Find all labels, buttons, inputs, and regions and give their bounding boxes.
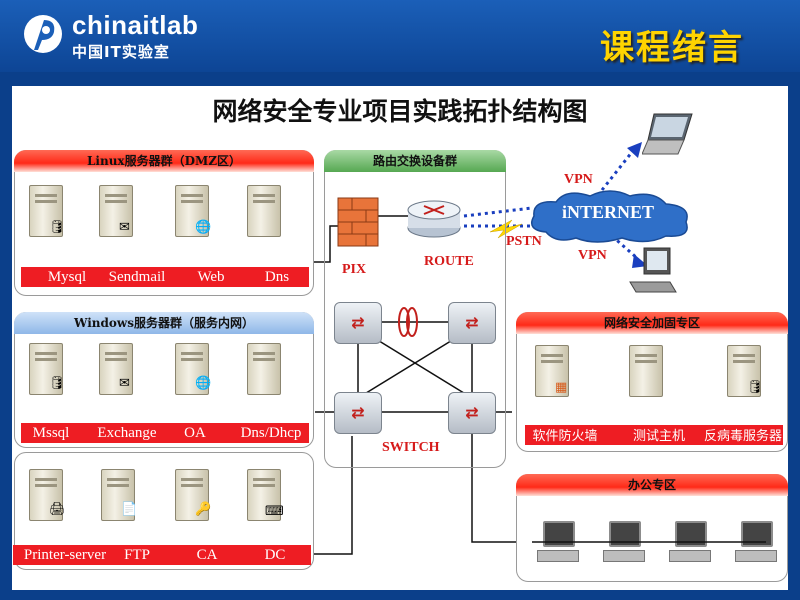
laptop-icon[interactable] xyxy=(642,112,694,156)
label-ca: CA xyxy=(196,547,218,563)
printer-icon: 🖨 xyxy=(49,502,66,517)
vpn-top-label: VPN xyxy=(564,172,593,187)
security-label-bar: 软件防火墙 测试主机 反病毒服务器 xyxy=(525,425,783,445)
file-icon: 📄 xyxy=(121,502,138,517)
label-dc: DC xyxy=(264,547,286,563)
brand-name: chinaitlab xyxy=(72,10,199,40)
dc-server-icon[interactable]: ⌨ xyxy=(247,469,284,521)
dns-dhcp-server-icon[interactable] xyxy=(247,343,283,395)
antivirus-server-icon[interactable]: 🛢 xyxy=(727,345,764,397)
linux-server-group: Linux服务器群（DMZ区） 🛢 ✉ 🌐 Mysql Sendmail Web… xyxy=(14,150,314,296)
exchange-server-icon[interactable]: ✉ xyxy=(99,343,135,395)
sendmail-server-icon[interactable]: ✉ xyxy=(99,185,135,237)
label-oa: OA xyxy=(184,425,206,441)
ca-server-icon[interactable]: 🔑 xyxy=(175,469,212,521)
linux-group-title: Linux服务器群（DMZ区） xyxy=(14,150,314,172)
globe-icon: 🌐 xyxy=(195,220,212,235)
windows-server-group: Windows服务器群（服务内网） 🛢 ✉ 🌐 Mssql Exchange O… xyxy=(14,312,314,448)
route-label: ROUTE xyxy=(424,254,474,269)
routing-group-title: 路由交换设备群 xyxy=(324,150,506,172)
office-pc-2-icon[interactable] xyxy=(603,521,645,562)
infrastructure-server-group: 🖨 📄 🔑 ⌨ Printer-server FTP CA DC xyxy=(13,452,314,570)
pix-label: PIX xyxy=(342,262,367,277)
office-zone-group: 办公专区 xyxy=(516,474,788,582)
oa-server-icon[interactable]: 🌐 xyxy=(175,343,212,395)
dns-server-icon[interactable] xyxy=(247,185,283,237)
key-icon: 🔑 xyxy=(195,502,212,517)
label-mysql: Mysql xyxy=(47,269,87,285)
database-icon: 🛢 xyxy=(747,380,764,395)
diagram-canvas: 网络安全专业项目实践拓扑结构图 Linux服 xyxy=(12,86,788,590)
firewall-icon: ▦ xyxy=(555,380,568,395)
label-exchange: Exchange xyxy=(97,425,157,441)
label-software-firewall: 软件防火墙 xyxy=(532,429,598,444)
office-pc-4-icon[interactable] xyxy=(735,521,777,562)
firewall-pix-icon[interactable] xyxy=(336,196,380,248)
mssql-server-icon[interactable]: 🛢 xyxy=(29,343,66,395)
infrastructure-label-bar: Printer-server FTP CA DC xyxy=(13,545,311,565)
printer-server-icon[interactable]: 🖨 xyxy=(29,469,66,521)
ftp-server-icon[interactable]: 📄 xyxy=(101,469,138,521)
keyboard-icon: ⌨ xyxy=(265,504,284,519)
label-antivirus-server: 反病毒服务器 xyxy=(703,429,783,444)
database-icon: 🛢 xyxy=(49,376,66,391)
brand-subtitle: 中国IT实验室 xyxy=(72,43,170,61)
test-host-server-icon[interactable] xyxy=(629,345,665,397)
label-web: Web xyxy=(197,269,225,285)
core-switch-right-icon[interactable]: ⇄ xyxy=(448,302,496,344)
vpn-bottom-label: VPN xyxy=(578,248,607,263)
windows-label-bar: Mssql Exchange OA Dns/Dhcp xyxy=(21,423,309,443)
label-dns: Dns xyxy=(264,269,290,285)
label-test-host: 测试主机 xyxy=(632,429,686,444)
security-hardening-group: 网络安全加固专区 ▦ 🛢 软件防火墙 测试主机 反病毒服务器 xyxy=(516,312,788,452)
internet-cloud-icon[interactable] xyxy=(526,186,696,246)
mail-icon: ✉ xyxy=(119,376,130,391)
mail-icon: ✉ xyxy=(119,220,130,235)
diagram-title: 网络安全专业项目实践拓扑结构图 xyxy=(212,97,588,126)
label-printer-server: Printer-server xyxy=(23,547,107,563)
mysql-server-icon[interactable]: 🛢 xyxy=(29,185,66,237)
routing-switching-group: 路由交换设备群 xyxy=(324,150,506,468)
core-switch-left-icon[interactable]: ⇄ xyxy=(334,302,382,344)
pstn-label: PSTN xyxy=(506,234,542,249)
software-firewall-server-icon[interactable]: ▦ xyxy=(535,345,571,397)
remote-pc-icon[interactable] xyxy=(626,246,678,296)
office-lan-line xyxy=(532,541,766,543)
brand-logo-icon xyxy=(24,15,62,53)
label-sendmail: Sendmail xyxy=(108,269,166,285)
office-group-title: 办公专区 xyxy=(516,474,788,496)
router-icon[interactable] xyxy=(406,198,462,238)
internet-label: iNTERNET xyxy=(562,202,655,222)
access-switch-left-icon[interactable]: ⇄ xyxy=(334,392,382,434)
windows-group-title: Windows服务器群（服务内网） xyxy=(14,312,314,334)
label-ftp: FTP xyxy=(124,547,150,563)
database-icon: 🛢 xyxy=(49,220,66,235)
switch-label: SWITCH xyxy=(382,440,440,455)
label-mssql: Mssql xyxy=(32,425,70,441)
header-bar: chinaitlab 中国IT实验室 课程绪言 xyxy=(0,0,800,72)
security-group-title: 网络安全加固专区 xyxy=(516,312,788,334)
access-switch-right-icon[interactable]: ⇄ xyxy=(448,392,496,434)
linux-label-bar: Mysql Sendmail Web Dns xyxy=(21,267,309,287)
globe-icon: 🌐 xyxy=(195,376,212,391)
web-server-icon[interactable]: 🌐 xyxy=(175,185,212,237)
label-dns-dhcp: Dns/Dhcp xyxy=(240,425,302,441)
course-title: 课程绪言 xyxy=(600,28,744,68)
